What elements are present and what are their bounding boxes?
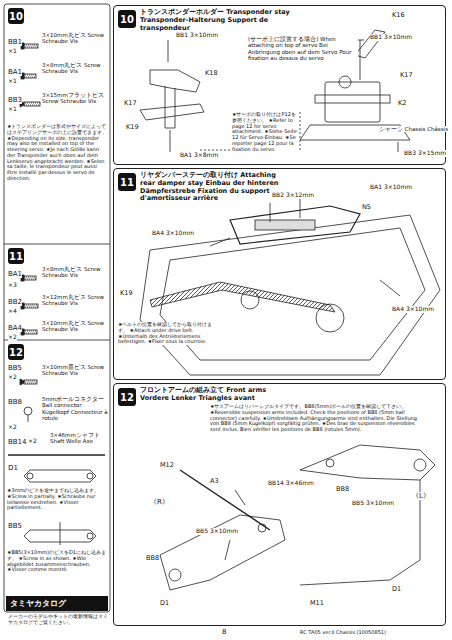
part-label: ×1: [8, 48, 17, 55]
step-label: 12: [9, 347, 23, 358]
part-label: シャーシ Chassis Châssis: [379, 126, 448, 132]
step-number: 12: [118, 388, 136, 406]
part-label: A3: [210, 478, 219, 485]
note-text: ★ベルトの位置を確認してから取り付けます。 ★Attach under driv…: [118, 322, 218, 345]
step-label: 11: [9, 251, 23, 262]
part-label: ×2: [8, 424, 17, 431]
step-panel: リヤダンパーステーの取り付け Attaching rear damper sta…: [113, 168, 446, 380]
part-label: BB5 3×10mm: [352, 500, 394, 507]
part-label: BA4 3×10mm: [392, 306, 434, 313]
part-label: M12: [160, 462, 174, 469]
note-text: 3×10mm丸ビス Screw Schraube Vis: [42, 320, 106, 333]
part-label: BB3: [8, 96, 22, 104]
part-label: ×1: [8, 78, 17, 85]
part-label: K19: [120, 290, 133, 297]
part-label: BB5 3×10mm: [196, 528, 238, 535]
part-label: ×2: [8, 374, 17, 381]
part-label: BA4: [8, 324, 22, 332]
note-text: メーカーのモデルやキットの最新情報はタミヤカタログでご覧ください。: [8, 614, 108, 626]
part-label: BB8: [146, 555, 159, 562]
part-label: BB2: [8, 298, 22, 306]
part-label: BB8: [8, 398, 22, 406]
part-label: D1: [160, 600, 169, 607]
note-text: ★サーボの取り付けはP12を参照ください。 ★Refer to page 12 …: [232, 112, 298, 152]
note-text: 3×12mm丸ビス Screw Schraube Vis: [42, 294, 108, 307]
part-label: 《R》: [150, 498, 169, 506]
part-label: K16: [392, 12, 405, 19]
part-label: BB1 3×10mm: [176, 32, 218, 39]
part-label: BB5: [8, 522, 22, 530]
part-label: BB1 3×10mm: [370, 34, 412, 41]
note-text: 3×8mm丸ビス Screw Schraube Vis: [42, 266, 108, 279]
part-label: BA1: [8, 270, 22, 278]
part-label: BB5: [8, 364, 22, 372]
part-label: K17: [124, 100, 137, 107]
note-text: (サーボ上に設置する場合) When attaching on top of s…: [248, 36, 358, 61]
part-label: K19: [126, 124, 139, 131]
catalog-bar: タミヤカタログ: [6, 596, 108, 611]
step-label: 10: [120, 14, 134, 25]
note-text: 5mmボールコネクター Ball connector Kugelkopf Con…: [42, 396, 108, 421]
part-label: K2: [398, 100, 406, 107]
step-number: 11: [8, 248, 24, 264]
part-label: ×2: [8, 334, 17, 341]
part-label: ×1: [8, 106, 17, 113]
part-label: N5: [362, 204, 371, 211]
note-text: ★サスアームはリバーシブルタイプです。BB8(5mm)ボールの位置を確認して下さ…: [210, 404, 420, 433]
part-label: BA4 3×10mm: [152, 230, 194, 237]
part-label: BB2 3×12mm: [272, 192, 314, 199]
step-number: 12: [8, 344, 24, 360]
part-label: D1: [392, 586, 401, 593]
part-label: ×3: [8, 282, 17, 289]
part-label: BB14 3×46mm: [268, 480, 314, 487]
step-number: 10: [118, 10, 136, 28]
part-label: M11: [310, 600, 324, 607]
part-label: BB8: [336, 486, 349, 493]
part-label: K18: [205, 70, 218, 77]
part-label: BA1 3×8mm: [180, 152, 218, 159]
note-text: 3×10mm丸ビス Screw Schraube Vis: [42, 32, 108, 45]
note-text: ★3mmのビスを途中までねじ込みます。 ★Screw in partially.…: [7, 488, 107, 511]
step-label: 10: [9, 11, 23, 22]
part-label: RC TA05 ver.II Chassis (10050851): [300, 630, 386, 636]
step-label: 11: [120, 177, 134, 188]
step-title: トランスポンダーホルダー Transponder stay Transponde…: [140, 9, 290, 32]
note-text: 3×46mmシャフト Shaft Welle Axe: [50, 432, 108, 445]
part-label: D1: [8, 464, 18, 472]
part-label: BB14: [8, 438, 27, 446]
step-number: 11: [118, 173, 136, 191]
part-label: ×4: [8, 308, 17, 315]
part-label: BA1: [8, 68, 22, 76]
part-label: BB3 3×15mm: [404, 150, 446, 157]
step-number: 10: [8, 8, 24, 24]
step-label: 12: [120, 392, 134, 403]
part-label: K17: [400, 72, 413, 79]
step-title: リヤダンパーステーの取り付け Attaching rear damper sta…: [140, 172, 290, 203]
part-label: BB1: [8, 38, 22, 46]
part-label: BA1 3×10mm: [370, 184, 412, 191]
note-text: ★トランスポンダーは形式やサイズによってはステアリングサーボの上に設置できます。…: [7, 124, 107, 182]
note-text: 3×8mm丸ビス Screw Schraube Vis: [42, 62, 108, 75]
note-text: ★BB5(3×10mm)のビスをD1にねじ込みます。 ★Screw in as …: [7, 550, 107, 573]
part-label: 《L》: [412, 492, 430, 500]
step-label: タミヤカタログ: [10, 598, 66, 609]
part-label: ×2: [28, 438, 37, 445]
part-label: 8: [222, 628, 226, 636]
note-text: 3×10mm皿ビス Screw Schraube Vis: [42, 364, 108, 377]
step-title: フロントアームの組み立て Front arms Vordere Lenker T…: [140, 387, 290, 403]
note-text: 3×15mmフラットビス Screw Schraube Vis: [42, 92, 108, 105]
